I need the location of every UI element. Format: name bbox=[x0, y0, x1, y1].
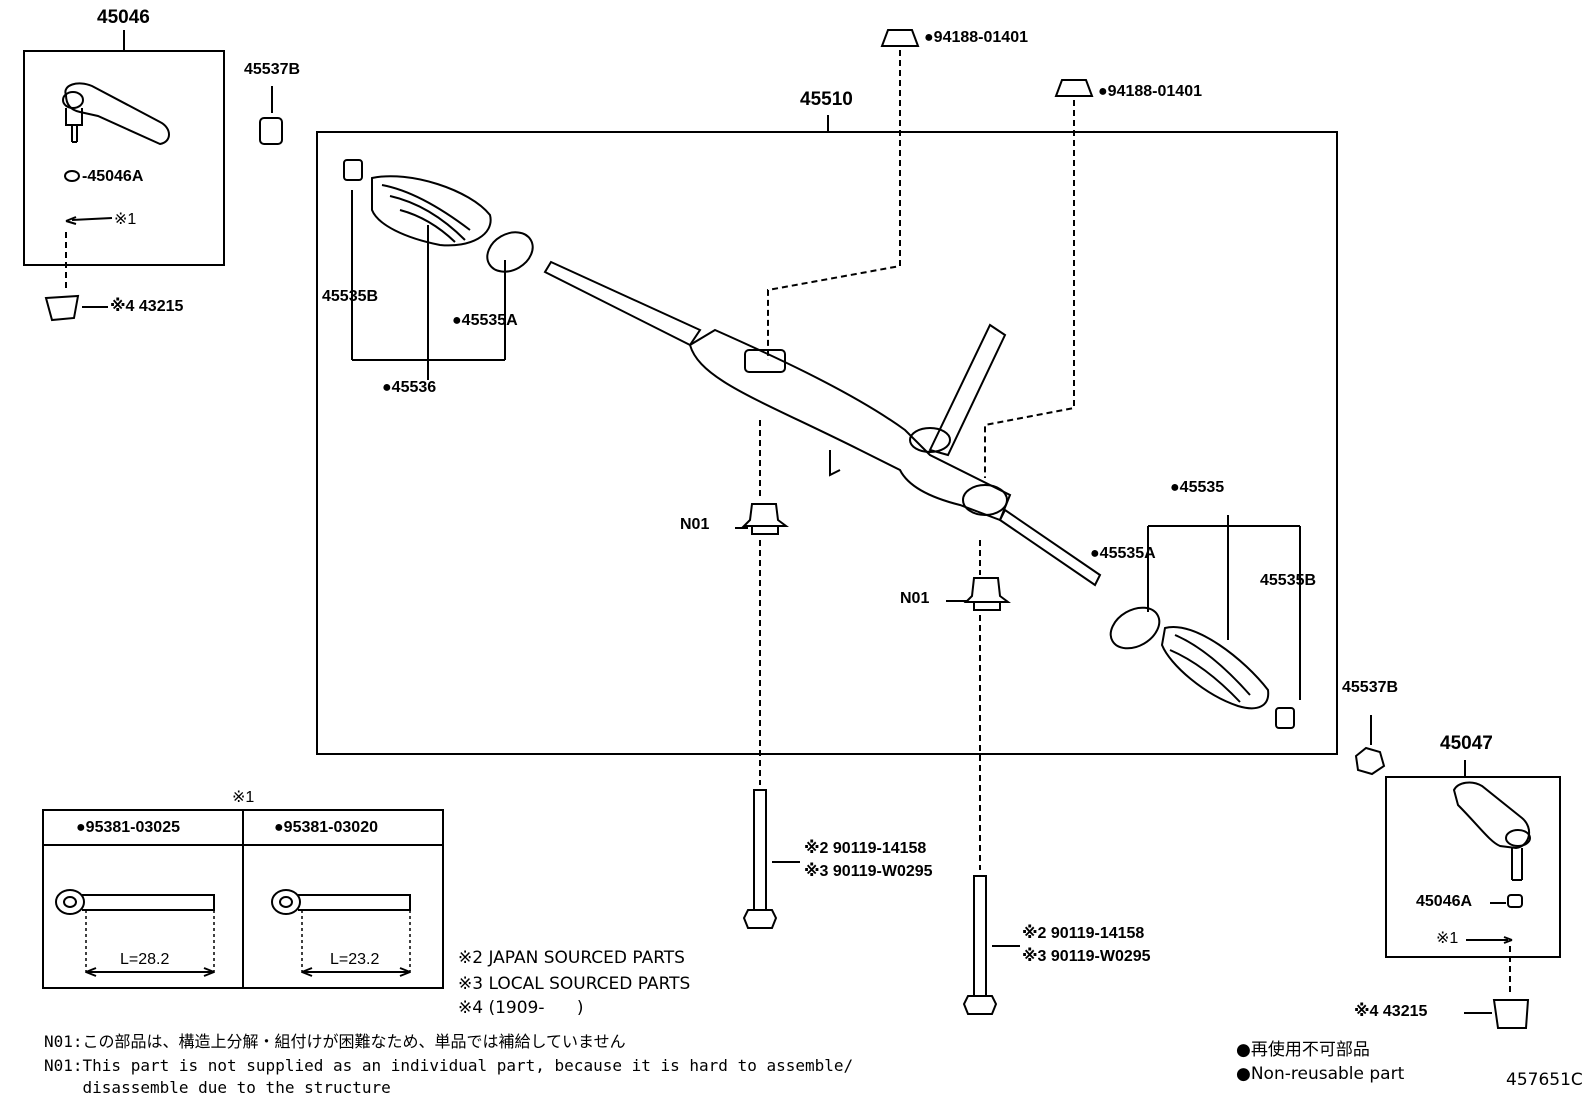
label-45047: 45047 bbox=[1440, 733, 1493, 754]
label-N01-left: N01 bbox=[680, 516, 710, 533]
cotter-pin-left bbox=[55, 889, 215, 977]
note-N01-en-2: disassemble due to the structure bbox=[44, 1078, 391, 1097]
rack-boot-right bbox=[1160, 625, 1270, 710]
label-bolt-b-2: ※3 90119-W0295 bbox=[1022, 948, 1151, 965]
tie-rod-end-right-drawing bbox=[1452, 781, 1531, 908]
label-43215-right: ※4 43215 bbox=[1354, 1003, 1428, 1020]
pin-table-right-part: 95381-03020 bbox=[274, 820, 378, 836]
rack-assembly-box bbox=[316, 131, 1338, 755]
label-45535-right: 45535 bbox=[1170, 480, 1225, 496]
label-note1-top: ※1 bbox=[114, 211, 137, 228]
label-N01-right: N01 bbox=[900, 590, 930, 607]
cotter-pin-right bbox=[271, 889, 411, 977]
label-45046A-bottom: 45046A bbox=[1416, 893, 1473, 910]
legend-en: Non-reusable part bbox=[1236, 1066, 1404, 1083]
steering-rack-body bbox=[543, 260, 1102, 587]
tie-rod-end-left-drawing bbox=[62, 82, 170, 146]
label-94188-b: 94188-01401 bbox=[1098, 84, 1202, 100]
note-N01-jp: N01:この部品は、構造上分解・組付けが困難なため、単品では補給していません bbox=[44, 1032, 626, 1051]
tie-rod-end-right-box bbox=[1385, 776, 1561, 958]
pin-table-right-length: L=23.2 bbox=[330, 951, 380, 968]
pin-table-heading: ※1 bbox=[232, 789, 255, 806]
label-45536: 45536 bbox=[382, 380, 437, 396]
clamp-45535B-left bbox=[343, 159, 363, 181]
note-star4: ※4 (1909- ) bbox=[458, 998, 584, 1018]
bushing-N01-right bbox=[963, 577, 1011, 611]
clamp-45535A-right bbox=[1109, 606, 1161, 650]
label-94188-a: 94188-01401 bbox=[924, 30, 1028, 46]
legend-jp: 再使用不可部品 bbox=[1236, 1042, 1370, 1059]
label-45046A-top: -45046A bbox=[82, 168, 144, 185]
label-bolt-a-2: ※3 90119-W0295 bbox=[804, 863, 933, 880]
label-45510: 45510 bbox=[800, 89, 853, 110]
nut-45537B-left bbox=[259, 117, 283, 145]
pin-table-left-part: 95381-03025 bbox=[76, 820, 180, 836]
label-note1-bottom: ※1 bbox=[1436, 930, 1459, 947]
tie-rod-end-left-box bbox=[23, 50, 225, 266]
label-45537B-bottom: 45537B bbox=[1342, 679, 1399, 696]
label-45537B-top: 45537B bbox=[244, 61, 301, 78]
tie-rod-boot-left bbox=[44, 294, 80, 322]
nut-45537B-right bbox=[1354, 746, 1386, 776]
nut-94188-a bbox=[880, 29, 920, 47]
bolt-right bbox=[962, 875, 998, 1015]
figure-id: 457651C bbox=[1506, 1070, 1583, 1090]
label-45535B-right: 45535B bbox=[1260, 572, 1317, 589]
label-45535B-left: 45535B bbox=[322, 288, 379, 305]
rack-boot-left bbox=[371, 175, 492, 247]
label-45046: 45046 bbox=[97, 7, 150, 28]
bolt-left bbox=[742, 789, 778, 929]
bushing-N01-left bbox=[741, 503, 789, 535]
clamp-45535A-left bbox=[486, 231, 534, 273]
note-star2: ※2 JAPAN SOURCED PARTS bbox=[458, 948, 685, 968]
tie-rod-boot-right bbox=[1492, 999, 1530, 1029]
label-45535A-right: 45535A bbox=[1090, 546, 1156, 562]
label-bolt-a-1: ※2 90119-14158 bbox=[804, 840, 927, 857]
label-43215-left: ※4 43215 bbox=[110, 298, 184, 315]
label-45535A-left: 45535A bbox=[452, 313, 518, 329]
label-bolt-b-1: ※2 90119-14158 bbox=[1022, 925, 1145, 942]
note-N01-en-1: N01:This part is not supplied as an indi… bbox=[44, 1056, 854, 1075]
note-star3: ※3 LOCAL SOURCED PARTS bbox=[458, 974, 691, 994]
clamp-45535B-right bbox=[1275, 707, 1295, 729]
pin-table-left-length: L=28.2 bbox=[120, 951, 170, 968]
nut-94188-b bbox=[1054, 79, 1094, 97]
